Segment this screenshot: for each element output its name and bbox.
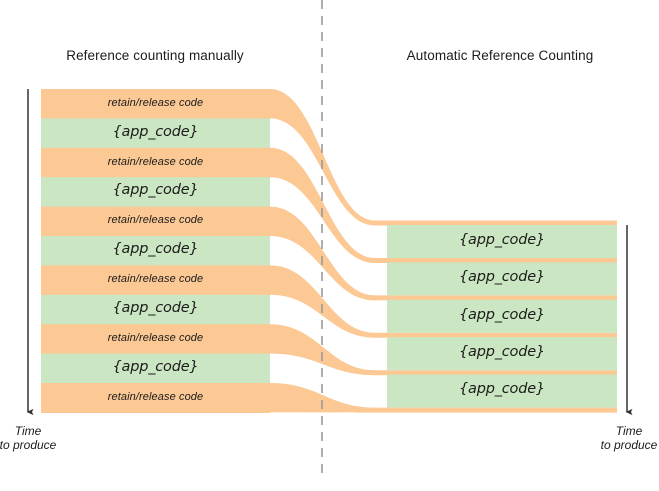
right-column-bars — [387, 225, 617, 408]
left-app-code-bar — [41, 177, 270, 208]
sankey-flow-ribbon — [270, 383, 617, 413]
flow-ribbons — [270, 89, 617, 413]
left-retain-bar — [41, 206, 270, 237]
left-retain-bar — [41, 324, 270, 355]
time-caption-left: Time to produce — [0, 424, 57, 452]
left-app-code-bar — [41, 236, 270, 266]
left-app-code-bar — [41, 118, 270, 149]
right-app-code-bar — [387, 262, 617, 296]
right-app-code-bar — [387, 299, 617, 333]
left-app-code-bar — [41, 294, 270, 325]
left-retain-bar — [41, 265, 270, 296]
right-app-code-bar — [387, 337, 617, 371]
right-app-code-bar — [387, 225, 617, 258]
left-retain-bar — [41, 89, 270, 119]
column-header-manual: Reference counting manually — [66, 48, 244, 63]
time-caption-right: Time to produce — [600, 424, 658, 452]
right-app-code-bar — [387, 374, 617, 408]
left-retain-bar — [41, 383, 270, 413]
left-retain-bar — [41, 147, 270, 178]
left-column-bars — [41, 89, 270, 413]
left-app-code-bar — [41, 353, 270, 384]
column-header-arc: Automatic Reference Counting — [406, 48, 594, 63]
